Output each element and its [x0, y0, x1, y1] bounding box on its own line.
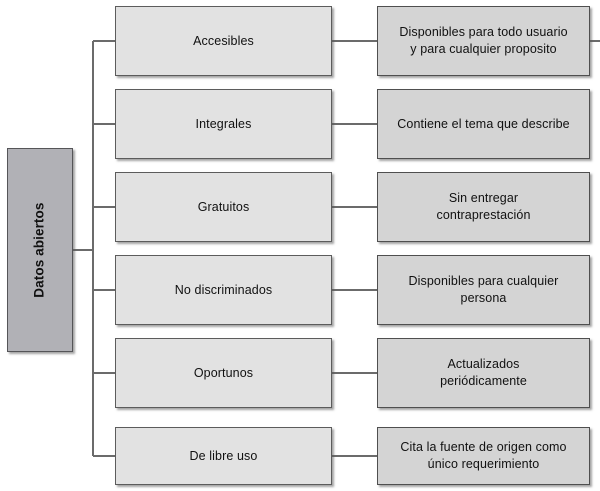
branch-node-integrales[interactable]: Integrales: [115, 89, 332, 159]
branch-node-label: Integrales: [195, 116, 252, 131]
leaf-node-accesibles-detail[interactable]: Disponibles para todo usuario y para cua…: [377, 6, 590, 76]
leaf-node-de-libre-uso-detail[interactable]: Cita la fuente de origen como único requ…: [377, 427, 590, 485]
root-node-label: Datos abiertos: [31, 202, 47, 298]
branch-node-label: Gratuitos: [197, 199, 250, 214]
branch-node-de-libre-uso[interactable]: De libre uso: [115, 427, 332, 485]
branch-node-oportunos[interactable]: Oportunos: [115, 338, 332, 408]
leaf-node-gratuitos-detail[interactable]: Sin entregar contraprestación: [377, 172, 590, 242]
leaf-node-label: Actualizados periódicamente: [440, 357, 527, 388]
leaf-node-label: Sin entregar contraprestación: [436, 191, 531, 222]
leaf-node-label: Cita la fuente de origen como único requ…: [400, 440, 567, 471]
leaf-node-label: Disponibles para cualquier persona: [408, 274, 559, 305]
branch-node-no-discriminados[interactable]: No discriminados: [115, 255, 332, 325]
leaf-node-label: Disponibles para todo usuario y para cua…: [399, 25, 568, 56]
branch-node-label: De libre uso: [189, 448, 258, 463]
leaf-node-integrales-detail[interactable]: Contiene el tema que describe: [377, 89, 590, 159]
branch-node-label: No discriminados: [174, 282, 273, 297]
leaf-node-no-discriminados-detail[interactable]: Disponibles para cualquier persona: [377, 255, 590, 325]
branch-node-gratuitos[interactable]: Gratuitos: [115, 172, 332, 242]
root-node-datos-abiertos[interactable]: Datos abiertos: [7, 148, 73, 352]
branch-node-label: Oportunos: [193, 365, 254, 380]
branch-node-accesibles[interactable]: Accesibles: [115, 6, 332, 76]
leaf-node-oportunos-detail[interactable]: Actualizados periódicamente: [377, 338, 590, 408]
leaf-node-label: Contiene el tema que describe: [397, 116, 570, 131]
branch-node-label: Accesibles: [193, 33, 254, 48]
